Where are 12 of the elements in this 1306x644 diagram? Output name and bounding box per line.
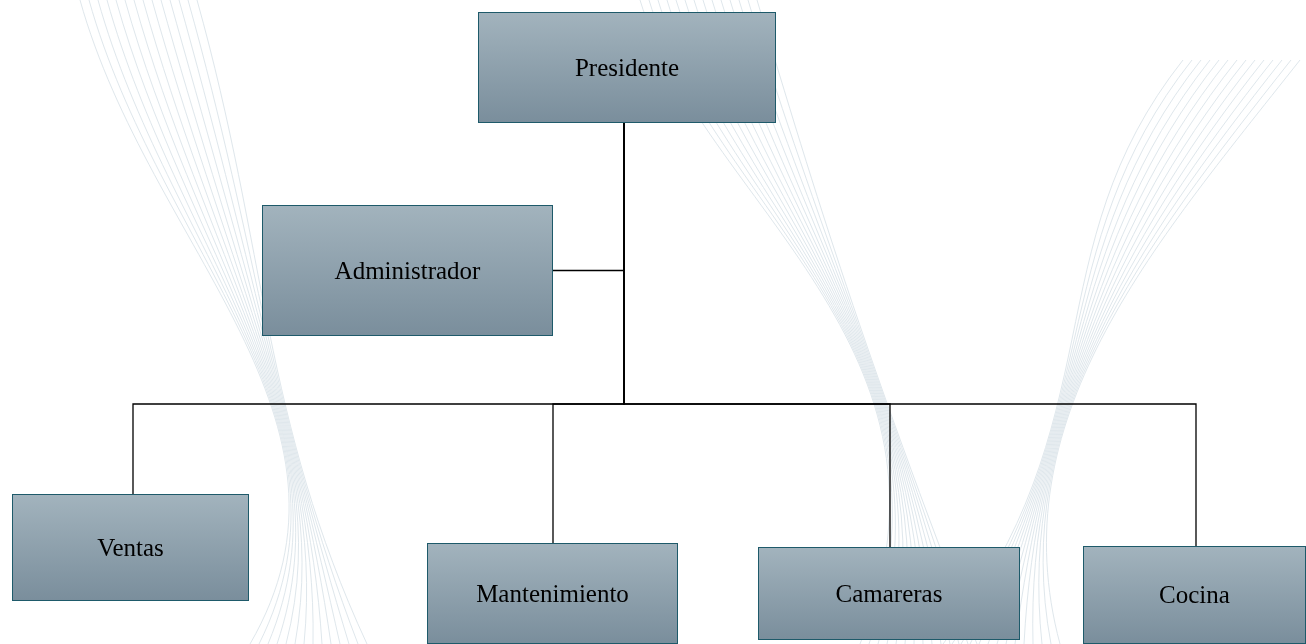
org-box (427, 543, 678, 644)
role-label: Presidente (574, 53, 680, 82)
role-label: Camareras (835, 579, 943, 608)
role-label: Administrador (334, 256, 481, 285)
org-box (758, 547, 1020, 640)
org-box (1083, 546, 1306, 644)
org-box (12, 494, 249, 601)
role-label: Mantenimiento (476, 579, 629, 608)
role-label: Cocina (1159, 581, 1230, 609)
org-box (262, 205, 553, 336)
org-box (478, 12, 776, 123)
role-label: Ventas (97, 533, 164, 562)
